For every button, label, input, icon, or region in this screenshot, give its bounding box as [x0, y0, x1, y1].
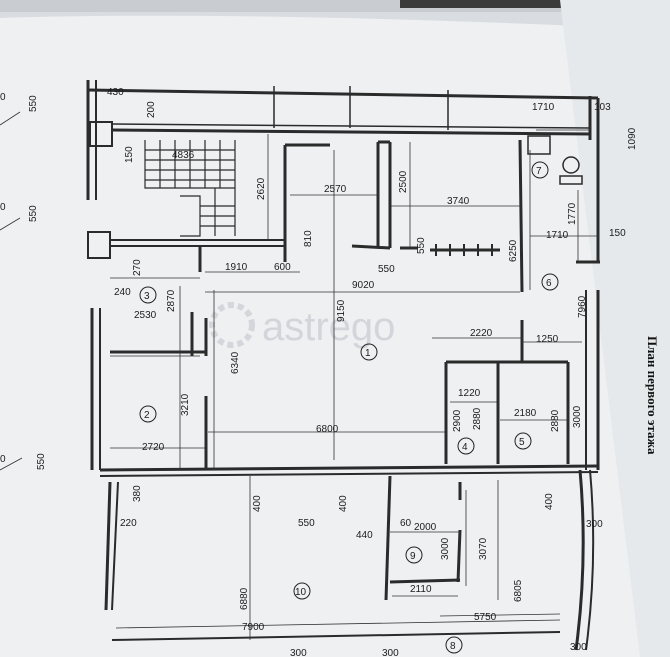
dim-label: 1710: [532, 102, 555, 113]
dim-label: 2880: [472, 407, 483, 430]
dim-label: 150: [124, 146, 135, 163]
photo-top-dark: [400, 0, 620, 8]
room-number: 7: [536, 166, 542, 177]
dim-label: 380: [132, 485, 143, 502]
doors: [435, 244, 493, 256]
margin-dim-label: 550: [36, 453, 47, 470]
dim-label: 6880: [239, 587, 250, 610]
margin-dim-label: 0: [0, 454, 6, 465]
room-number: 5: [519, 437, 525, 448]
room-number: 8: [450, 641, 456, 652]
dim-label: 400: [338, 495, 349, 512]
dim-label: 810: [303, 230, 314, 247]
dim-label: 150: [609, 228, 626, 239]
paper-right-fold: [560, 0, 670, 657]
dim-label: 270: [132, 259, 143, 276]
dim-label: 2900: [452, 409, 463, 432]
room-number: 2: [144, 410, 150, 421]
dim-label: 1710: [546, 230, 569, 241]
paper-sheet: [0, 15, 670, 657]
dim-label: 2000: [414, 522, 437, 533]
dim-label: 6340: [230, 351, 241, 374]
dim-label: 2530: [134, 310, 157, 321]
dim-label: 300: [586, 519, 603, 530]
staircase: [144, 140, 236, 237]
room-number: 10: [295, 587, 307, 598]
dim-label: 3000: [440, 537, 451, 560]
dim-label: 300: [290, 648, 307, 657]
margin-dim-label: 550: [28, 95, 39, 112]
room-number: 3: [144, 291, 150, 302]
dim-label: 200: [146, 101, 157, 118]
plan-title: План первого этажа: [645, 336, 660, 455]
room-number: 6: [546, 278, 552, 289]
dim-label: 6800: [316, 424, 339, 435]
dim-label: 2500: [398, 170, 409, 193]
dim-label: 550: [298, 518, 315, 529]
dim-label: 3000: [572, 405, 583, 428]
room-number: 9: [410, 551, 416, 562]
dim-label: 600: [274, 262, 291, 273]
dim-label: 550: [416, 237, 427, 254]
dim-label: 7960: [577, 295, 588, 318]
room-labels: 3 1 2 4 5 6 7 8 9 10: [144, 166, 552, 652]
dimension-labels: 430 200 150 4836 2620 2570 2500 3740 171…: [0, 87, 638, 657]
dim-label: 220: [120, 518, 137, 529]
dim-label: 6805: [513, 579, 524, 602]
dim-label: 400: [252, 495, 263, 512]
dim-label: 4836: [172, 150, 195, 161]
dim-label: 3210: [180, 393, 191, 416]
dim-label: 430: [107, 87, 124, 98]
dim-label: 2880: [550, 409, 561, 432]
margin-dim-label: 0: [0, 92, 6, 103]
dim-label: 2110: [410, 584, 432, 595]
dim-label: 2870: [166, 289, 177, 312]
dim-label: 400: [544, 493, 555, 510]
dim-label: 300: [382, 648, 399, 657]
dim-label: 103: [594, 102, 611, 113]
dim-label: 1770: [567, 202, 578, 225]
margin-dims: [0, 111, 23, 471]
dimension-lines: [110, 129, 598, 640]
walls: [86, 80, 600, 651]
dim-label: 1220: [458, 388, 481, 399]
dim-label: 9020: [352, 280, 375, 291]
dim-label: 2620: [256, 177, 267, 200]
dim-label: 5750: [474, 612, 497, 623]
dim-label: 2220: [470, 328, 493, 339]
dim-label: 2570: [324, 184, 347, 195]
margin-dim-label: 550: [28, 205, 39, 222]
margin-dim-label: 0: [0, 202, 6, 213]
dim-label: 1910: [225, 262, 248, 273]
dim-label: 2180: [514, 408, 537, 419]
room-number: 4: [462, 442, 468, 453]
dim-label: 3740: [447, 196, 470, 207]
dim-label: 3070: [478, 537, 489, 560]
room-number: 1: [365, 348, 371, 359]
dim-label: 60: [400, 518, 412, 529]
watermark-text: astrego: [262, 305, 395, 349]
dim-label: 1090: [627, 127, 638, 150]
room-circles: [139, 161, 559, 654]
dim-label: 300: [570, 642, 587, 653]
dim-label: 440: [356, 530, 373, 541]
dim-label: 2720: [142, 442, 165, 453]
dim-label: 7900: [242, 622, 265, 633]
dim-label: 240: [114, 287, 131, 298]
dim-label: 6250: [508, 239, 519, 262]
dim-label: 550: [378, 264, 395, 275]
dim-label: 1250: [536, 334, 559, 345]
dim-label: 9150: [336, 299, 347, 322]
watermark: astrego: [209, 302, 395, 349]
